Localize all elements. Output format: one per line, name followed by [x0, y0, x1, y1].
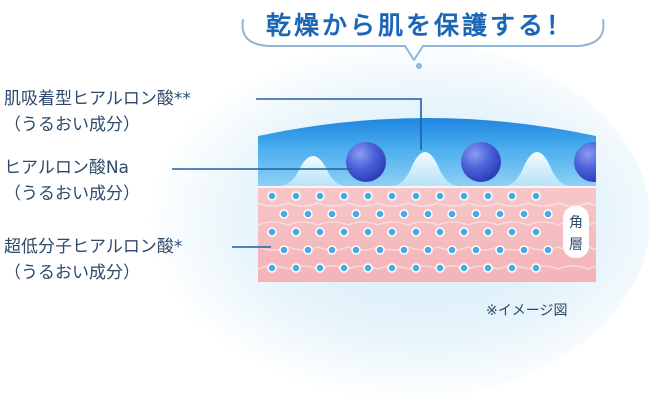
headline-container: 乾燥から肌を保護する！: [230, 0, 610, 72]
ha-dot: [351, 209, 361, 219]
ha-dot: [411, 227, 421, 237]
ha-dot: [351, 245, 361, 255]
label-sodium-ha: ヒアルロン酸Na （うるおい成分）: [4, 155, 140, 207]
ha-dot: [339, 191, 349, 201]
ha-dot: [543, 245, 553, 255]
stratum-corneum-layer: [258, 186, 596, 282]
ha-dot: [531, 191, 541, 201]
leader-line-adsorbing-ha: [256, 98, 422, 150]
ha-dot: [507, 191, 517, 201]
label-sodium-ha-name: ヒアルロン酸Na: [4, 158, 129, 178]
label-adsorbing-ha: 肌吸着型ヒアルロン酸** （うるおい成分）: [4, 86, 191, 138]
ha-dot: [459, 191, 469, 201]
leader-lines: [172, 98, 422, 248]
ha-dot: [315, 227, 325, 237]
ha-dot: [495, 209, 505, 219]
ha-dot: [267, 191, 277, 201]
ha-dot: [387, 191, 397, 201]
headline-bubble: [241, 19, 605, 69]
label-low-molecular-ha: 超低分子ヒアルロン酸* （うるおい成分）: [4, 234, 182, 286]
ha-dot: [423, 209, 433, 219]
ha-dot: [399, 209, 409, 219]
ha-dot: [375, 209, 385, 219]
ha-dot: [447, 209, 457, 219]
layer-label-char-1: 角: [569, 215, 583, 231]
ha-dot: [519, 245, 529, 255]
ha-dot: [291, 227, 301, 237]
sodium-ha-spheres: [346, 142, 596, 182]
ha-dot: [507, 263, 517, 273]
ha-dot: [315, 191, 325, 201]
ha-dot: [339, 227, 349, 237]
ha-dot: [267, 263, 277, 273]
ha-dot: [387, 263, 397, 273]
ha-dot: [459, 263, 469, 273]
ha-dot: [291, 263, 301, 273]
ha-dot: [435, 227, 445, 237]
ha-dot: [543, 209, 553, 219]
ha-dot: [303, 209, 313, 219]
ha-dot: [483, 191, 493, 201]
ha-dot: [435, 191, 445, 201]
label-adsorbing-ha-sub: （うるおい成分）: [4, 115, 140, 135]
label-adsorbing-ha-name: 肌吸着型ヒアルロン酸**: [4, 89, 191, 109]
ha-dot: [375, 245, 385, 255]
low-molecular-ha-dots: [267, 191, 553, 273]
ha-dot: [315, 263, 325, 273]
ha-dot: [495, 245, 505, 255]
headline-text: 乾燥から肌を保護する！: [265, 11, 574, 40]
ha-dot: [483, 263, 493, 273]
adsorbing-ha-mounds: [278, 152, 571, 186]
ha-dot: [519, 209, 529, 219]
ha-dot: [303, 245, 313, 255]
ha-dot: [387, 227, 397, 237]
ha-dot: [471, 209, 481, 219]
ha-dot: [399, 245, 409, 255]
ha-dot: [411, 263, 421, 273]
ha-dot: [531, 263, 541, 273]
ha-dot: [435, 263, 445, 273]
ha-dot: [447, 245, 457, 255]
ha-dot: [423, 245, 433, 255]
ha-dot: [507, 227, 517, 237]
ha-dot: [459, 227, 469, 237]
ha-dot: [279, 245, 289, 255]
ha-dot: [267, 227, 277, 237]
ha-dot: [291, 191, 301, 201]
ha-dot: [531, 227, 541, 237]
ha-dot: [363, 227, 373, 237]
ha-dot: [339, 263, 349, 273]
ha-dot: [363, 263, 373, 273]
ha-dot: [327, 209, 337, 219]
layer-label-pill: [563, 206, 589, 258]
label-sodium-ha-sub: （うるおい成分）: [4, 184, 140, 204]
label-low-molecular-ha-name: 超低分子ヒアルロン酸*: [4, 237, 183, 257]
ha-dot: [327, 245, 337, 255]
ha-dot: [483, 227, 493, 237]
image-caption: ※イメージ図: [486, 303, 568, 319]
ha-dot: [471, 245, 481, 255]
label-low-molecular-ha-sub: （うるおい成分）: [4, 263, 140, 283]
ha-dot: [363, 191, 373, 201]
layer-label-char-2: 層: [569, 237, 583, 253]
ha-dot: [279, 209, 289, 219]
ha-dot: [411, 191, 421, 201]
